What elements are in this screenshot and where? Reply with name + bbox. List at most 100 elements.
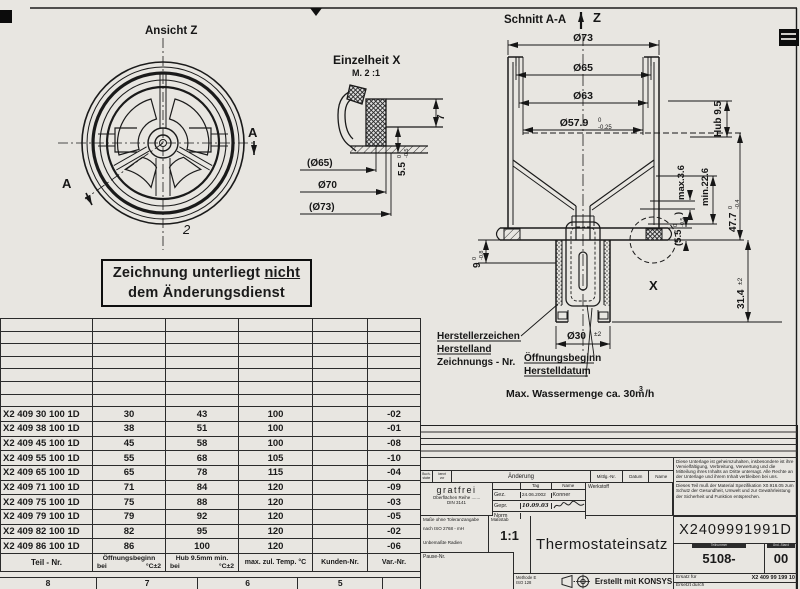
note-wassermenge: Max. Wassermenge ca. 30m [506, 388, 645, 400]
z-label: Z [593, 10, 601, 25]
section-title: Schnitt A-A [504, 14, 566, 26]
col-datum: Datum [623, 471, 650, 482]
col-name: Name [655, 473, 668, 479]
pencil-mark: 2 [182, 222, 191, 237]
dim-d65: Ø65 [573, 62, 593, 74]
gratfrei-label: gratfrei [436, 485, 477, 495]
dim-hub: Hub 9.5 [713, 100, 724, 137]
svg-text:0: 0 [397, 155, 403, 158]
pause-nr-box: Pause-Nr. [421, 552, 514, 589]
label-herstelland: Herstelland [437, 344, 491, 355]
col-hub: Hub 9.5mm min.bei°C±2 [170, 555, 234, 570]
dim-314: 31.4 [736, 289, 747, 309]
zone-7: 7 [97, 578, 199, 589]
dim-9: 9 [472, 262, 483, 268]
tolerance-box: Maße ohne Toleranzangabe nach ISO 2768 -… [421, 516, 489, 552]
section-letter-a-right: A [248, 125, 258, 140]
zone-number-strip: 8 7 6 5 [0, 577, 420, 589]
secrecy-note: Diese Unterlage ist geheimzuhalten, insb… [676, 459, 794, 480]
drawing-title-box: Thermostateinsatz [531, 516, 673, 573]
zone-8: 8 [0, 578, 98, 589]
gez-label: Gez. [493, 492, 521, 498]
section-letter-a-left: A [62, 176, 72, 191]
view-schnitt-aa: Schnitt A-A Z [437, 10, 782, 400]
drawing-number-box: X2409991991D [673, 516, 797, 544]
dim-d70: Ø70 [318, 180, 337, 191]
aenderungsstand-value: 00 [773, 550, 789, 566]
projection-symbol [559, 573, 594, 589]
svg-text:±2: ±2 [594, 331, 602, 338]
svg-text:3: 3 [639, 386, 643, 393]
dim-55-flange: (5.5 [673, 229, 684, 246]
label-oeffnungsbeginn: Öffnungsbeginn [524, 351, 601, 364]
projection-method-icon [561, 574, 590, 589]
sheet-frame [30, 7, 798, 589]
svg-text:-0.4: -0.4 [735, 200, 741, 209]
scan-mark-right [779, 29, 799, 46]
col-aenderung: Änderung [452, 471, 591, 482]
erstellt-box: Erstellt mit KONSYS [594, 573, 673, 589]
dim-d73: Ø73 [573, 32, 593, 44]
col-var-nr: Var.-Nr. [367, 553, 421, 573]
dim-d65: (Ø65) [307, 158, 333, 169]
col-buchstabe: Buch-stabe [421, 471, 433, 482]
svg-text:0: 0 [728, 206, 734, 209]
aenderungsstand-box: Änd.-Stand 00 [764, 543, 797, 573]
label-zeichnungs-nr: Zeichnungs - Nr. [437, 357, 516, 368]
gez-name: Konner [552, 492, 571, 498]
stamp-line2: dem Änderungsdienst [128, 285, 285, 301]
svg-text:-0.5: -0.5 [680, 218, 686, 227]
zone-5: 5 [298, 578, 384, 589]
col-kunden-nr: Kunden-Nr. [312, 553, 368, 573]
zone-6: 6 [198, 578, 299, 589]
gez-date: 24.06.2002 [521, 492, 552, 498]
leader-labels: Herstellerzeichen Herstelland Zeichnungs… [437, 331, 601, 377]
scan-mark-detail [781, 38, 796, 40]
dim-7: 7 [436, 114, 447, 120]
teilnummer-value: 5108- [702, 550, 736, 566]
scan-mark-left [0, 10, 12, 23]
scan-mark-detail [781, 33, 796, 35]
gepr-label: Gepr. [493, 503, 521, 509]
dim-d63: Ø63 [573, 90, 593, 102]
label-herstellerzeichen: Herstellerzeichen [437, 331, 520, 342]
dim-5-5: 5.5 [397, 162, 408, 176]
legal-notes: Diese Unterlage ist geheimzuhalten, insb… [673, 458, 797, 516]
frame-tick [310, 8, 322, 16]
drawing-number: X2409991991D [679, 522, 792, 538]
revision-rows [421, 426, 797, 458]
dim-477: 47.7 [728, 212, 739, 232]
view-z-title: Ansicht Z [145, 25, 197, 37]
signature-squiggle [553, 500, 584, 508]
svg-text:/h: /h [645, 388, 654, 400]
material-note: Dieses Teil muß der Material Spezifikati… [676, 483, 794, 499]
dim-d73: (Ø73) [309, 202, 335, 213]
ersetzt-durch-label: Ersetzt durch [676, 582, 705, 588]
detail-title: Einzelheit X [333, 53, 400, 67]
detail-scale: M. 2 :1 [352, 68, 380, 78]
dim-d579: Ø57.9 [560, 117, 589, 129]
dim-max36: max.3.6 [676, 165, 687, 200]
svg-text:±2: ±2 [737, 277, 744, 285]
ersatz-fuer-label: Ersatz für [676, 575, 697, 581]
view-ansicht-z: Ansicht Z [58, 25, 258, 250]
gepr-date-handwritten: 10.09.03 [521, 503, 552, 509]
norm-label: Norm [493, 513, 521, 519]
svg-text:-0.5: -0.5 [404, 149, 410, 158]
